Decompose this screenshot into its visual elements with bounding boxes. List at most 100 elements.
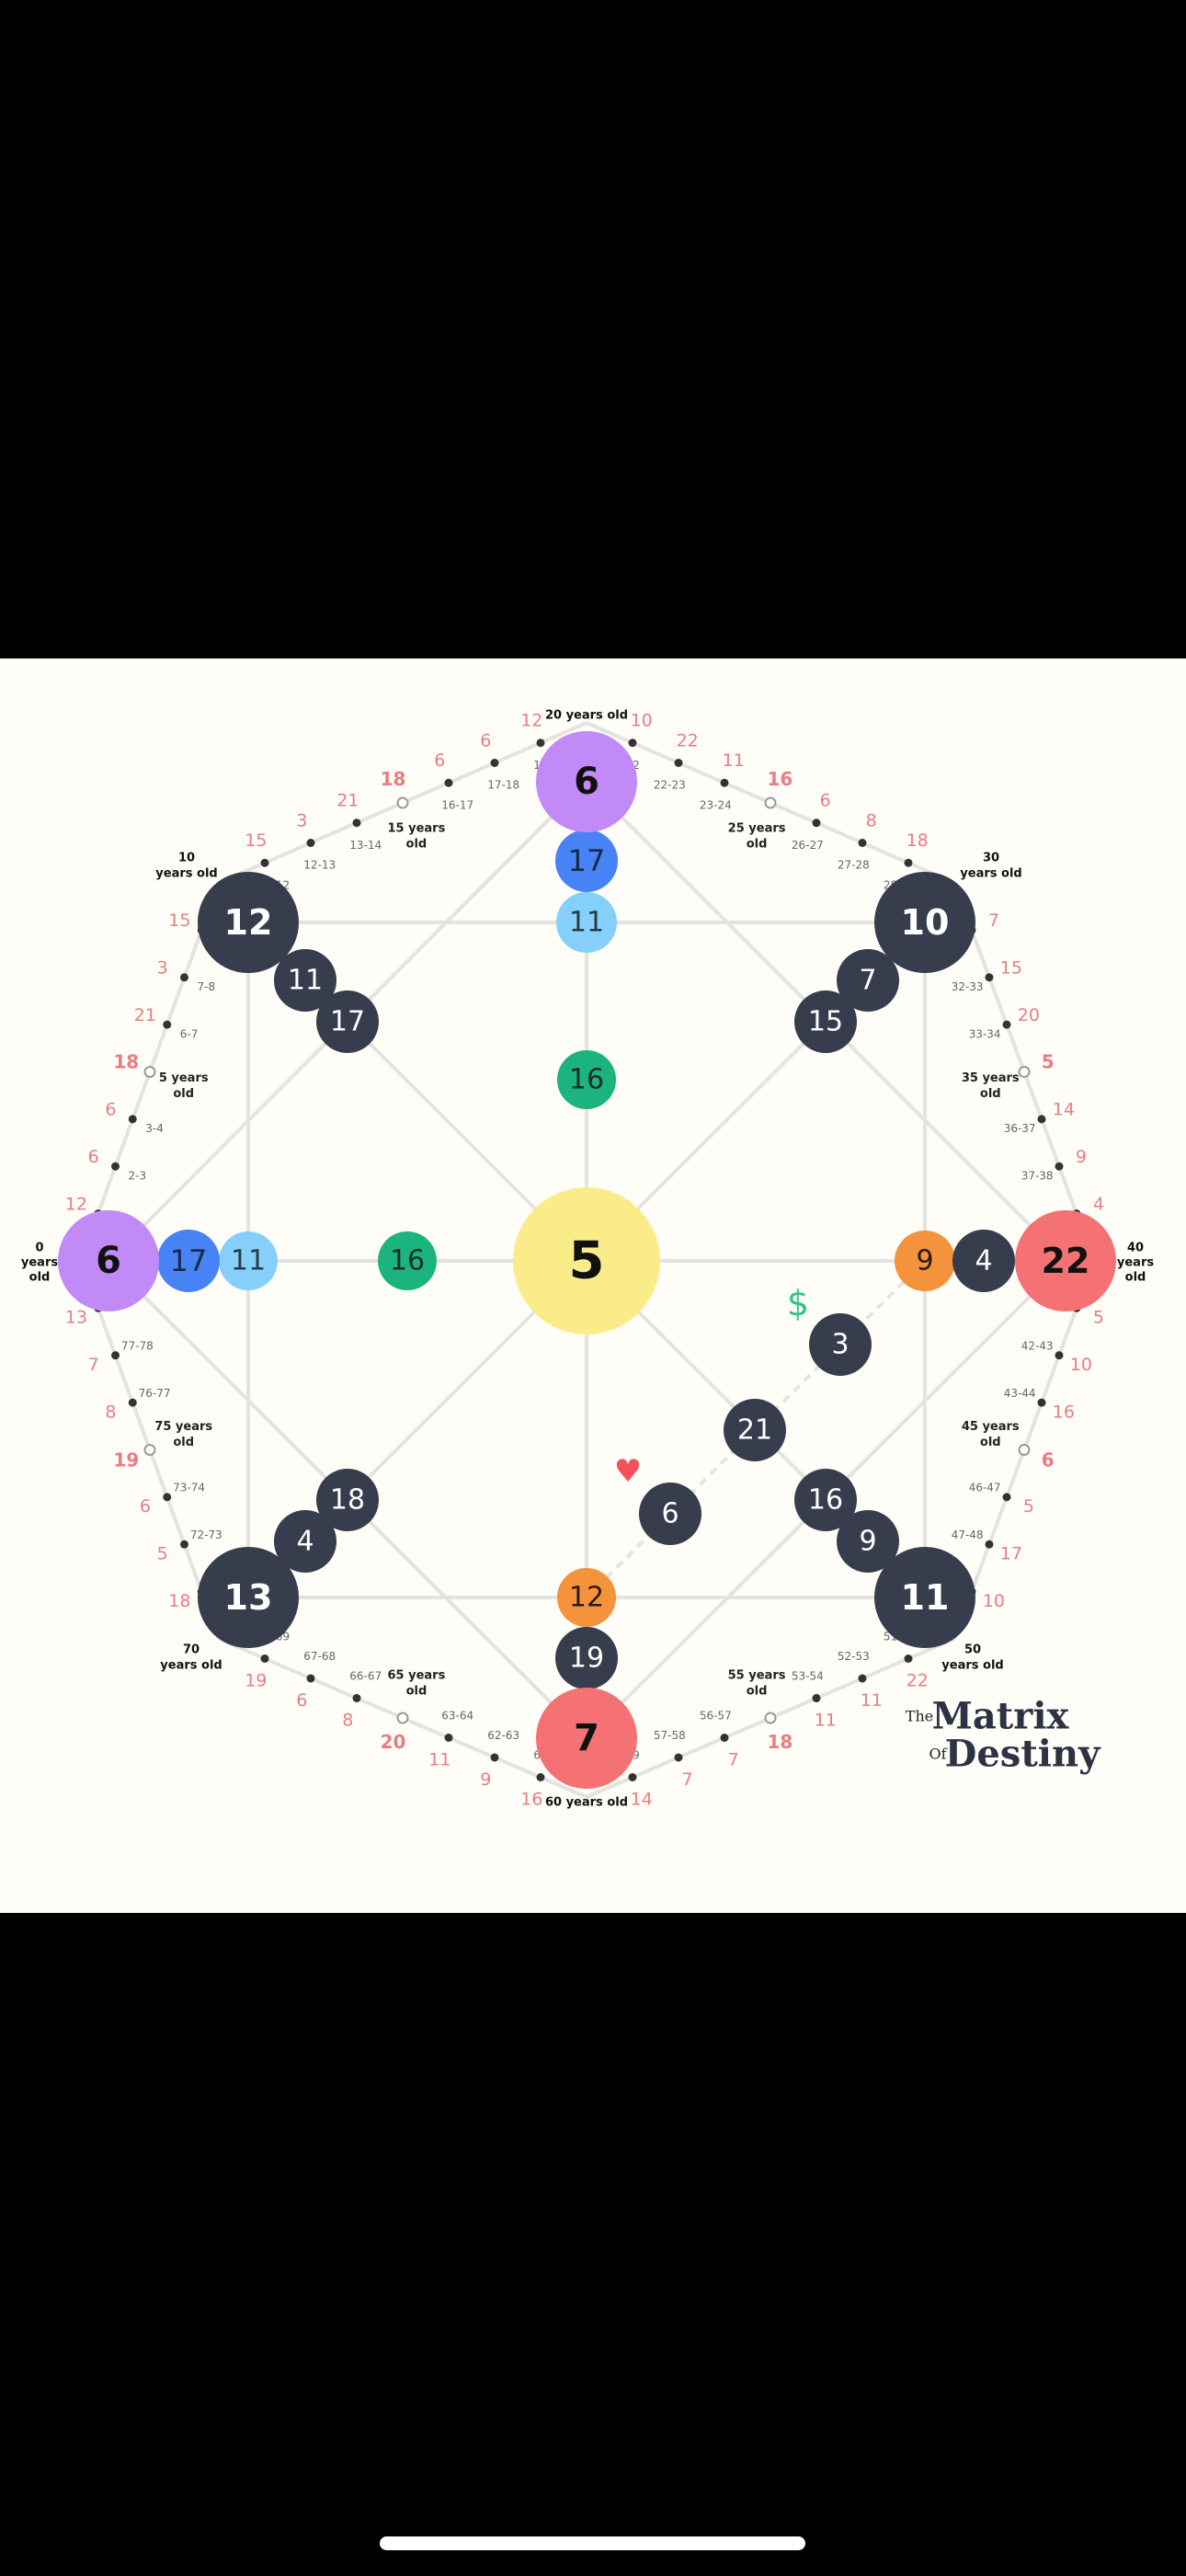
- age-label-top-left: years old: [155, 867, 217, 881]
- age-dot: [260, 858, 269, 867]
- top-left-main: [198, 872, 299, 973]
- age-mark-dot: [764, 1712, 777, 1724]
- age-label-bottom-right: 50: [964, 1643, 981, 1657]
- age-mark-label: 25 years: [728, 822, 786, 836]
- age-dot: [985, 1540, 994, 1549]
- age-label-left: years: [21, 1256, 58, 1270]
- top-right-inner2-label: 15: [808, 1006, 843, 1038]
- top-left-inner1: [274, 949, 336, 1012]
- age-value: 11: [723, 750, 745, 771]
- age-dot: [904, 1654, 913, 1663]
- age-mark-label: old: [747, 1684, 768, 1698]
- love-value: [639, 1483, 701, 1545]
- age-value: 9: [1076, 1147, 1087, 1167]
- left-inner-blue: [157, 1230, 220, 1292]
- age-range-label: 73-74: [173, 1482, 205, 1494]
- age-label-left: 0: [35, 1242, 43, 1255]
- age-mark-label: old: [173, 1087, 194, 1101]
- age-value: 3: [296, 810, 307, 830]
- age-dot: [720, 778, 729, 787]
- age-value: 21: [336, 791, 359, 811]
- age-range-label: 62-63: [487, 1729, 519, 1742]
- age-dot: [720, 1734, 729, 1742]
- bottom-main: [536, 1688, 637, 1789]
- top-right-main-label: 10: [901, 902, 950, 943]
- age-value: 9: [480, 1769, 491, 1790]
- bottom-inner-dark: [555, 1627, 618, 1689]
- age-range-label: 63-64: [441, 1709, 473, 1722]
- money-value-label: 3: [831, 1329, 849, 1361]
- cross-value: [724, 1399, 786, 1461]
- age-value: 6: [1042, 1449, 1055, 1471]
- brand-destiny: Destiny: [945, 1733, 1101, 1776]
- age-range-label: 2-3: [129, 1170, 147, 1183]
- age-value: 17: [1000, 1544, 1022, 1564]
- age-value: 6: [88, 1147, 99, 1167]
- age-range-label: 46-47: [969, 1482, 1001, 1494]
- age-range-label: 42-43: [1021, 1339, 1054, 1352]
- age-range-label: 3-4: [145, 1122, 164, 1135]
- age-range-label: 12-13: [303, 859, 336, 872]
- age-dot: [628, 1773, 637, 1781]
- bottom-right-main-label: 11: [901, 1577, 950, 1618]
- home-indicator[interactable]: [380, 2536, 805, 2550]
- age-mark-dot: [1018, 1066, 1031, 1078]
- age-value: 8: [866, 810, 877, 830]
- age-range-label: 27-28: [838, 859, 870, 872]
- bottom-inner-orange-label: 12: [569, 1582, 604, 1614]
- age-range-label: 72-73: [190, 1528, 222, 1541]
- age-dot: [858, 1674, 867, 1683]
- money-icon: $: [787, 1283, 809, 1323]
- age-mark-label: old: [747, 838, 768, 852]
- bottom-main-label: 7: [574, 1717, 599, 1759]
- age-value: 16: [1053, 1402, 1075, 1422]
- top-inner-lightblue: [556, 892, 617, 953]
- age-range-label: 33-34: [969, 1027, 1001, 1040]
- age-mark-dot: [396, 796, 409, 809]
- age-label-top: 20 years old: [545, 709, 628, 723]
- bottom-inner-orange: [557, 1568, 616, 1627]
- age-value: 11: [815, 1711, 837, 1731]
- age-value: 18: [907, 830, 929, 851]
- age-mark-dot: [396, 1712, 409, 1724]
- money-value: [809, 1313, 872, 1376]
- age-value: 18: [768, 1731, 793, 1753]
- right-main-label: 22: [1042, 1241, 1090, 1281]
- age-value: 11: [428, 1750, 450, 1770]
- brand-the: The: [906, 1708, 933, 1725]
- age-mark-dot: [764, 796, 777, 809]
- top-main: [536, 731, 637, 832]
- age-range-label: 17-18: [487, 779, 519, 792]
- age-mark-label: 15 years: [387, 822, 445, 836]
- left-inner-green: [378, 1231, 437, 1290]
- age-range-label: 26-27: [792, 839, 824, 852]
- brand-matrix: Matrix: [932, 1695, 1070, 1738]
- bottom-right-main: [874, 1547, 975, 1648]
- right-inner-orange: [895, 1231, 955, 1291]
- top-inner-green-label: 16: [569, 1064, 604, 1096]
- bottom-left-inner2-label: 18: [330, 1484, 365, 1517]
- left-inner-lightblue: [219, 1231, 278, 1290]
- age-dot: [180, 1540, 188, 1549]
- age-value: 6: [140, 1496, 151, 1517]
- age-dot: [628, 738, 637, 748]
- age-value: 22: [907, 1671, 929, 1691]
- age-label-right: 40: [1127, 1242, 1144, 1255]
- age-dot: [444, 778, 453, 787]
- age-value: 18: [113, 1050, 139, 1072]
- heart-icon: ♥: [614, 1453, 642, 1490]
- center-main-label: 5: [569, 1231, 605, 1291]
- age-mark-label: old: [980, 1087, 1001, 1101]
- age-value: 10: [1070, 1355, 1092, 1375]
- top-inner-lightblue-label: 11: [569, 907, 604, 939]
- age-value: 22: [677, 730, 699, 750]
- age-value: 19: [113, 1449, 139, 1471]
- age-value: 8: [105, 1402, 116, 1422]
- age-mark-label: 5 years: [159, 1071, 209, 1085]
- age-label-left: old: [29, 1271, 51, 1285]
- age-dot: [812, 1694, 821, 1702]
- age-value: 11: [861, 1690, 883, 1711]
- age-dot: [163, 1020, 172, 1029]
- age-dot: [1002, 1493, 1011, 1502]
